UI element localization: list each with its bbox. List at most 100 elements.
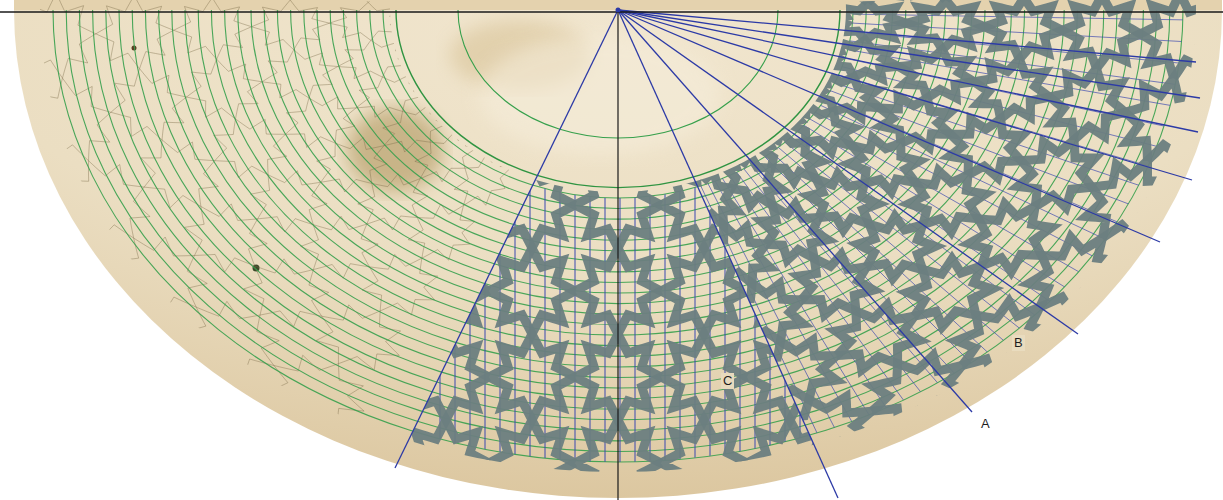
strapwork [751,5,829,31]
strapwork [661,76,747,162]
strapwork [317,248,403,334]
pencil-sketch [254,0,331,1]
strapwork [761,204,828,260]
blue-radial-line [618,10,1223,500]
strapwork [489,76,575,162]
strapwork [403,248,489,334]
blue-radial-line [618,10,1223,500]
pencil-sketch [224,406,329,480]
pencil-sketch [316,305,400,370]
strapwork [317,162,403,248]
strapwork [907,406,1012,480]
blue-radial-line [618,10,1223,500]
strapwork [687,100,736,153]
pencil-sketch [118,237,207,312]
blue-radial-line [618,10,1223,500]
blue-radial-line [618,10,1223,470]
blue-grid-line [440,150,441,500]
blue-radial-line [618,10,1177,500]
construction-line [618,10,1200,98]
strapwork [489,334,575,420]
pencil-sketch [0,0,18,88]
strapwork [751,340,836,400]
strapwork [1086,161,1168,238]
pencil-sketch [0,88,36,182]
strapwork [794,453,907,500]
strapwork [317,334,403,420]
point-label: C [721,373,734,389]
blue-grid-line [455,150,456,500]
blue-radial-line [618,10,1223,500]
strapwork [1006,344,1106,423]
strapwork [730,283,803,341]
pencil-sketch [407,5,485,31]
strapwork [974,59,1050,119]
strapwork [898,50,974,98]
pencil-sketch [329,2,407,40]
construction-line [395,10,618,468]
blue-radial-line [618,10,1078,500]
strapwork [773,397,872,460]
strapwork [403,162,489,248]
blue-radial-line [618,10,1209,500]
strapwork [1200,88,1223,182]
strapwork [724,153,782,206]
pencil-sketch [427,52,498,87]
pencil-sketch [0,182,82,270]
strapwork [661,248,747,334]
strapwork [661,334,747,420]
strapwork [1089,270,1184,352]
blue-radial-line [618,10,1223,500]
strapwork [662,109,704,167]
blue-grid-line [605,150,606,500]
pencil-sketch [111,69,187,140]
strapwork [317,76,403,162]
strapwork [739,52,810,87]
vertical-axis [617,10,618,500]
strapwork [661,420,747,500]
construction-line [618,10,972,412]
pencil-sketch [447,71,510,112]
blue-grid-line [515,150,516,500]
pencil-sketch [413,31,489,60]
strapwork [708,225,770,283]
strapwork [403,420,489,500]
strapwork [949,119,1022,178]
blue-radial-line [618,10,1223,255]
blue-radial-line [618,10,1223,500]
strapwork [880,97,951,148]
strapwork [489,420,575,500]
strapwork [1154,182,1223,270]
strapwork [709,88,764,134]
blue-radial-line [618,10,1223,329]
strapwork [403,76,489,162]
strapwork [833,420,919,500]
pencil-sketch [68,161,150,238]
pencil-sketch [356,74,427,117]
strapwork [747,420,833,500]
pencil-sketch [358,174,428,230]
label-anchor: A [979,414,992,432]
construction-line [618,10,838,498]
blue-grid-line [485,150,486,500]
pencil-sketch [383,104,447,152]
pencil-sketch [35,78,111,161]
blue-radial-line [618,10,1223,500]
label-anchor: B [1012,333,1025,351]
point-label: A [979,416,992,432]
blue-radial-line [618,10,1145,500]
pencil-sketch [52,270,147,352]
pencil-sketch [338,40,414,78]
pencil-sketch [317,138,387,192]
blue-grid-line [545,150,546,500]
horizontal-axis [0,11,1223,12]
label-anchor: C [721,371,734,389]
construction-line [618,10,1198,132]
strapwork [984,0,1062,59]
pencil-sketch [500,100,549,153]
strapwork [489,248,575,334]
strapwork [798,254,873,315]
strapwork [317,420,403,500]
strapwork [1049,69,1125,140]
